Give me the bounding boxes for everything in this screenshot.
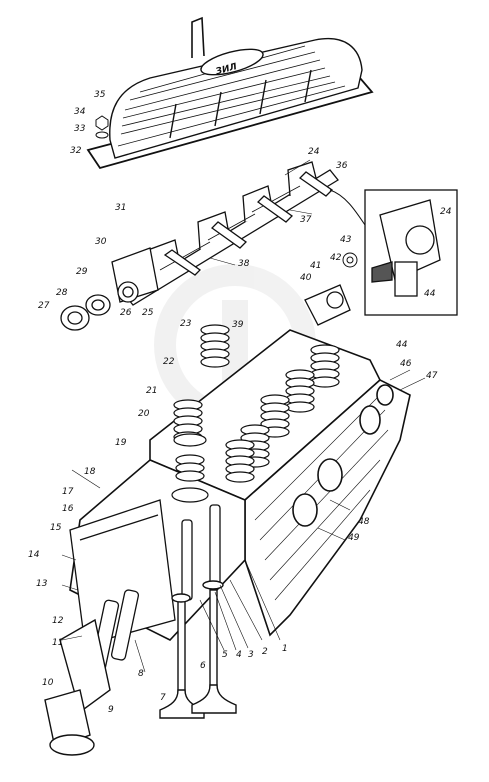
rocker-shaft-assembly bbox=[111, 161, 339, 306]
callout-39: 39 bbox=[232, 320, 244, 330]
callout-14: 14 bbox=[28, 550, 40, 560]
callout-31: 31 bbox=[115, 203, 126, 213]
cover-nut bbox=[95, 115, 109, 139]
callout-15: 15 bbox=[50, 523, 62, 533]
callout-5: 5 bbox=[222, 650, 228, 660]
callout-42: 42 bbox=[330, 253, 342, 263]
callout-44: 44 bbox=[396, 340, 408, 350]
callout-20: 20 bbox=[138, 409, 150, 419]
callout-11: 11 bbox=[52, 638, 63, 648]
callout-46: 46 bbox=[400, 359, 412, 369]
callout-32: 32 bbox=[70, 146, 82, 156]
callout-1: 1 bbox=[282, 644, 288, 654]
callout-38: 38 bbox=[238, 259, 250, 269]
callout-27: 27 bbox=[38, 301, 50, 311]
callout-34: 34 bbox=[74, 107, 86, 117]
valves bbox=[159, 580, 237, 719]
callout-17: 17 bbox=[62, 487, 74, 497]
callout-48: 48 bbox=[358, 517, 370, 527]
callout-23: 23 bbox=[180, 319, 192, 329]
inset-callout-44: 44 bbox=[424, 289, 436, 299]
valve-springs bbox=[171, 324, 340, 503]
callout-37: 37 bbox=[300, 215, 312, 225]
inset-callout-24: 24 bbox=[440, 207, 452, 217]
callout-6: 6 bbox=[200, 661, 206, 671]
adjuster-nut bbox=[342, 252, 358, 268]
callout-28: 28 bbox=[56, 288, 68, 298]
callout-43: 43 bbox=[340, 235, 352, 245]
callout-24: 24 bbox=[308, 147, 320, 157]
callout-16: 16 bbox=[62, 504, 74, 514]
callout-13: 13 bbox=[36, 579, 48, 589]
detail-inset bbox=[364, 189, 458, 316]
callout-26: 26 bbox=[120, 308, 132, 318]
callout-25: 25 bbox=[142, 308, 154, 318]
valve-cover bbox=[86, 16, 374, 170]
callout-35: 35 bbox=[94, 90, 106, 100]
shaft-end-washers bbox=[60, 294, 111, 331]
callout-4: 4 bbox=[236, 650, 242, 660]
callout-18: 18 bbox=[84, 467, 96, 477]
callout-19: 19 bbox=[115, 438, 127, 448]
callout-21: 21 bbox=[146, 386, 157, 396]
callout-40: 40 bbox=[300, 273, 312, 283]
callout-8: 8 bbox=[138, 669, 144, 679]
callout-9: 9 bbox=[108, 705, 114, 715]
inset-leader bbox=[329, 189, 366, 226]
callout-29: 29 bbox=[76, 267, 88, 277]
plug-assembly bbox=[44, 618, 111, 756]
callout-36: 36 bbox=[336, 161, 348, 171]
callout-labels: 1 2 3 4 5 6 7 8 9 10 11 12 13 14 15 16 1… bbox=[28, 90, 452, 715]
callout-47: 47 bbox=[426, 371, 438, 381]
callout-41: 41 bbox=[310, 261, 321, 271]
callout-3: 3 bbox=[248, 650, 254, 660]
callout-leaders bbox=[61, 159, 426, 673]
callout-33: 33 bbox=[74, 124, 86, 134]
callout-10: 10 bbox=[42, 678, 54, 688]
manifold-gasket bbox=[69, 499, 176, 646]
callout-49: 49 bbox=[348, 533, 360, 543]
callout-2: 2 bbox=[262, 647, 268, 657]
callout-7: 7 bbox=[160, 693, 166, 703]
rocker-arm-40 bbox=[304, 284, 351, 326]
callout-30: 30 bbox=[95, 237, 107, 247]
callout-12: 12 bbox=[52, 616, 64, 626]
callout-22: 22 bbox=[163, 357, 175, 367]
